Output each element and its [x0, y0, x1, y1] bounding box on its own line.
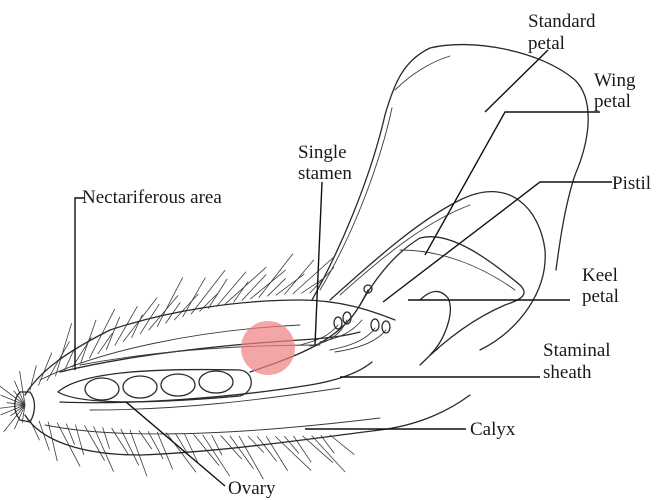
- leader-wing-petal: [425, 112, 600, 255]
- hair: [94, 427, 114, 472]
- hair: [268, 279, 286, 297]
- leader-pistil: [383, 182, 612, 302]
- ovary: [58, 370, 251, 402]
- hair: [20, 371, 25, 405]
- hair: [234, 282, 248, 302]
- hair: [251, 270, 286, 299]
- label-standard-petal-line2: petal: [528, 33, 565, 54]
- hair: [248, 436, 263, 452]
- hair: [75, 425, 83, 455]
- label-keel-petal-line2: petal: [582, 286, 619, 307]
- wing-petal: [330, 192, 545, 350]
- labels: Standard petal Wing petal Pistil Keel pe…: [82, 11, 651, 499]
- hair: [0, 385, 25, 405]
- hair: [98, 333, 112, 353]
- label-pistil: Pistil: [612, 173, 651, 194]
- leader-standard-petal: [485, 50, 548, 112]
- label-staminal-sheath-line1: Staminal: [543, 340, 611, 361]
- hair: [276, 274, 304, 295]
- hair: [115, 306, 137, 345]
- hair: [112, 428, 129, 454]
- hair: [312, 436, 345, 472]
- label-ovary: Ovary: [228, 478, 276, 499]
- standard-petal: [312, 45, 588, 300]
- ovule-4: [199, 371, 233, 393]
- label-calyx: Calyx: [470, 419, 516, 440]
- hair: [103, 428, 110, 449]
- hair: [132, 315, 142, 338]
- ovule-3: [161, 374, 195, 396]
- hair: [285, 436, 299, 453]
- hair: [303, 436, 333, 462]
- label-standard-petal-line1: Standard: [528, 11, 596, 32]
- hair: [38, 353, 51, 385]
- label-nectariferous-area: Nectariferous area: [82, 187, 222, 208]
- label-single-stamen-line2: stamen: [298, 163, 352, 184]
- leader-lines: [75, 50, 612, 486]
- label-staminal-sheath-line2: sheath: [543, 362, 592, 383]
- highlight-marker: [241, 321, 295, 375]
- label-wing-petal-line2: petal: [594, 91, 631, 112]
- leader-ovary: [126, 402, 225, 486]
- hair: [174, 294, 198, 320]
- hair: [48, 422, 57, 461]
- leader-single-stamen: [315, 182, 322, 345]
- hair: [157, 278, 182, 327]
- hair: [0, 405, 25, 409]
- hair: [212, 435, 222, 455]
- label-single-stamen-line1: Single: [298, 142, 347, 163]
- hair: [293, 257, 334, 294]
- ovule-1: [85, 378, 119, 400]
- hair: [330, 435, 354, 454]
- hair: [239, 436, 263, 479]
- label-keel-petal-line1: Keel: [582, 265, 618, 286]
- ovule-2: [123, 376, 157, 398]
- hair: [66, 424, 74, 444]
- label-wing-petal-line1: Wing: [594, 70, 636, 91]
- hair: [321, 435, 334, 453]
- hair: [285, 260, 314, 294]
- hair: [55, 324, 71, 377]
